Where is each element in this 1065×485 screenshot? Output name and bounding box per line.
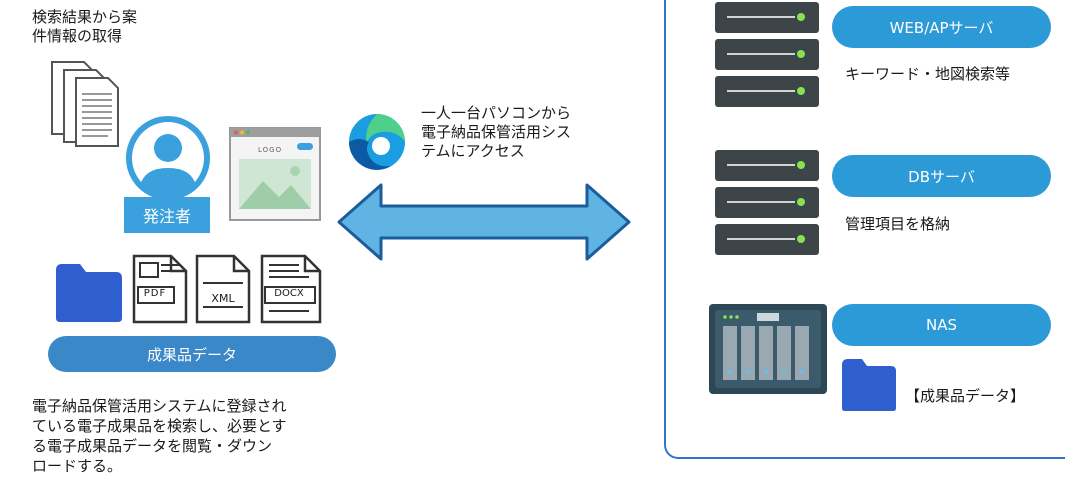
- db-server-desc: 管理項目を格納: [845, 215, 951, 233]
- nas-desc: 【成果品データ】: [905, 387, 1026, 405]
- nas-folder-icon: [842, 359, 896, 411]
- browser-window-icon: [229, 127, 321, 221]
- orderer-description: 電子納品保管活用システムに登録され ている電子成果品を検索し、必要とす る電子成…: [32, 397, 287, 475]
- web-ap-server-label: WEB/APサーバ: [889, 18, 994, 37]
- db-server-icon: [715, 150, 819, 255]
- folder-icon: [56, 264, 122, 322]
- browser-logo-text: LOGO: [258, 146, 283, 154]
- web-ap-server-desc: キーワード・地図検索等: [845, 65, 1011, 83]
- bidirectional-arrow: [337, 183, 631, 261]
- xml-file-icon: [195, 254, 251, 324]
- xml-label: XML: [211, 292, 235, 305]
- documents-icon: [51, 61, 119, 147]
- docx-file-icon: [260, 254, 322, 324]
- access-caption: 一人一台パソコンから 電子納品保管活用シス テムにアクセス: [421, 104, 572, 160]
- deliverables-bar: 成果品データ: [48, 336, 336, 372]
- web-ap-server-pill: WEB/APサーバ: [832, 6, 1051, 48]
- db-server-label: DBサーバ: [908, 167, 975, 186]
- nas-pill: NAS: [832, 304, 1051, 346]
- nas-label: NAS: [925, 316, 957, 334]
- person-icon: [126, 116, 210, 200]
- orderer-badge: 発注者: [124, 197, 210, 233]
- orderer-label: 発注者: [142, 207, 191, 226]
- web-ap-server-icon: [715, 2, 819, 107]
- db-server-pill: DBサーバ: [832, 155, 1051, 197]
- docx-label: DOCX: [274, 288, 304, 299]
- pdf-label: PDF: [143, 288, 167, 299]
- deliverables-label: 成果品データ: [146, 345, 237, 364]
- nas-device-icon: [709, 304, 827, 394]
- search-result-caption: 検索結果から案 件情報の取得: [32, 8, 138, 45]
- pdf-file-icon: [132, 254, 188, 324]
- server-system-frame: [664, 0, 1065, 459]
- edge-browser-icon: [349, 114, 405, 170]
